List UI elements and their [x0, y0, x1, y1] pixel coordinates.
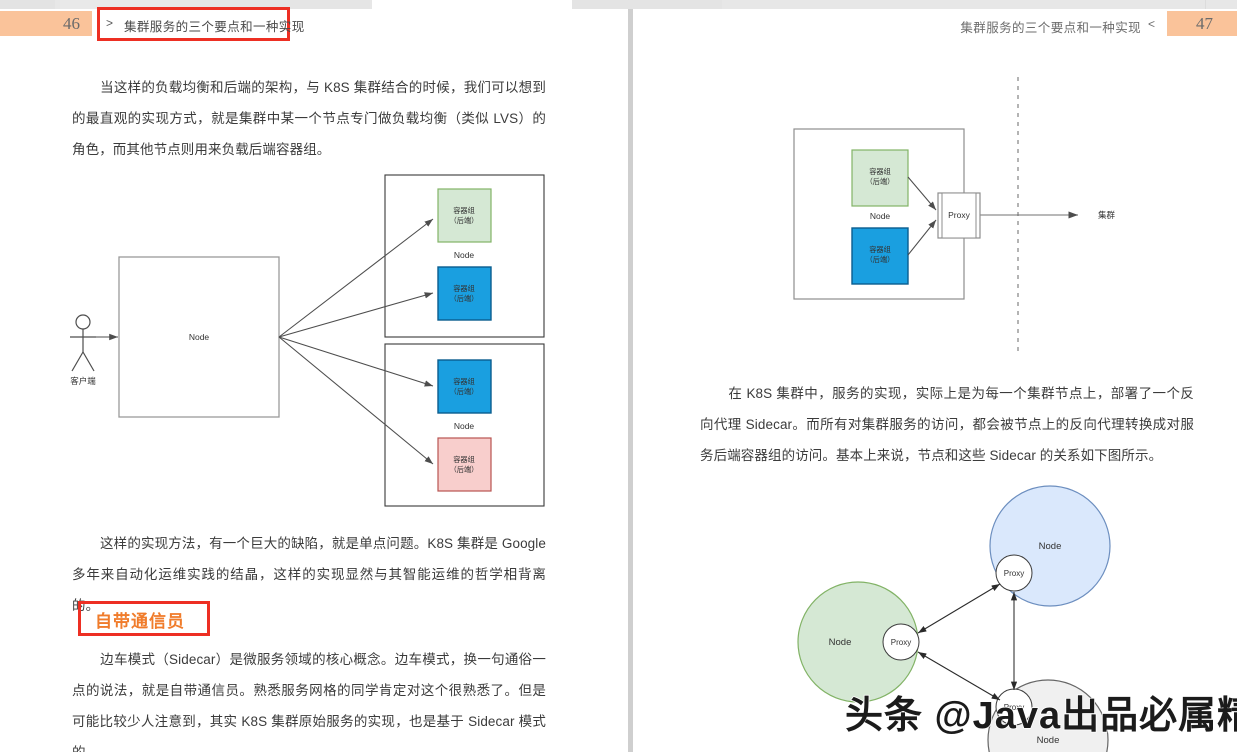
pod-label: （后端）: [450, 294, 479, 303]
right-top-diagram-svg: 容器组 （后端） Node 容器组 （后端） Proxy 集群: [793, 77, 1116, 352]
client-actor-icon: [70, 314, 96, 372]
node-circle-gray-label: Node: [1037, 735, 1060, 746]
proxy-circle-green-label: Proxy: [891, 638, 911, 647]
right-header-title: 集群服务的三个要点和一种实现: [960, 21, 1141, 35]
right-paragraph-1: 在 K8S 集群中，服务的实现，实际上是为每一个集群节点上，部署了一个反向代理 …: [700, 378, 1194, 471]
pod-blue-2: [437, 359, 492, 414]
right-sidecar-diagram: 容器组 （后端） Node 容器组 （后端） Proxy 集群: [700, 60, 1200, 375]
left-architecture-diagram: 客户端 Node 容器组 （后端） Node 容器组 （后端） 容器组 （后端）…: [60, 172, 560, 513]
left-paragraph-3-text: 边车模式（Sidecar）是微服务领域的核心概念。边车模式，换一句通俗一点的说法…: [72, 652, 546, 752]
lb-node-box: [118, 256, 280, 418]
breadcrumb-title: 集群服务的三个要点和一种实现: [124, 20, 305, 34]
pod-label: 容器组: [453, 206, 475, 215]
right-node-mesh-diagram: Node Proxy Node Proxy Node Proxy: [760, 462, 1180, 752]
node-group-2-label: Node: [454, 421, 475, 431]
pod-to-proxy-arrows: [907, 176, 937, 256]
page-divider: [628, 9, 633, 752]
left-page-number-badge: [0, 11, 92, 36]
pod-pink-1: [437, 437, 492, 492]
right-page-number-badge: [1167, 11, 1237, 36]
left-page-number: 46: [63, 14, 80, 33]
pod-green: [851, 149, 909, 207]
node-circle-green-label: Node: [829, 637, 852, 648]
pod-label: （后端）: [866, 255, 895, 264]
proxy-circle-gray-label: Proxy: [1004, 703, 1024, 712]
cluster-label: 集群: [1098, 210, 1116, 220]
fanout-arrows: [278, 218, 434, 465]
pod-label: 容器组: [453, 284, 475, 293]
pod-blue: [851, 227, 909, 285]
pod-label: 容器组: [453, 377, 475, 386]
left-paragraph-1-text: 当这样的负载均衡和后端的架构，与 K8S 集群结合的时候，我们可以想到的最直观的…: [72, 80, 546, 157]
pod-label: （后端）: [450, 465, 479, 474]
left-diagram-svg: 客户端 Node 容器组 （后端） Node 容器组 （后端） 容器组 （后端）…: [70, 174, 545, 507]
left-paragraph-2: 这样的实现方法，有一个巨大的缺陷，就是单点问题。K8S 集群是 Google 多…: [72, 528, 546, 621]
section-heading-highlight-box: [78, 601, 210, 636]
proxy-label: Proxy: [948, 210, 970, 220]
chevron-left-icon: <: [1147, 17, 1155, 31]
node-circle-blue-label: Node: [1039, 541, 1062, 552]
node-group-1-label: Node: [454, 250, 475, 260]
node-mesh-svg: Node Proxy Node Proxy Node Proxy: [797, 485, 1111, 752]
pod-label: 容器组: [869, 167, 891, 176]
chrome-segment: [200, 0, 370, 9]
proxy-box-inner: [941, 192, 977, 239]
chrome-segment: [60, 0, 170, 9]
pod-blue-1: [437, 266, 492, 321]
lb-node-label: Node: [189, 332, 210, 342]
pod-green-1: [437, 188, 492, 243]
chrome-segment: [0, 0, 55, 9]
pod-label: 容器组: [453, 455, 475, 464]
left-paragraph-1: 当这样的负载均衡和后端的架构，与 K8S 集群结合的时候，我们可以想到的最直观的…: [72, 72, 546, 165]
pod-label: （后端）: [866, 177, 895, 186]
watermark-text: 头条 @Java出品必属精品: [844, 694, 1237, 738]
proxy-circle-blue-label: Proxy: [1004, 569, 1024, 578]
top-chrome-strip: [0, 0, 1237, 9]
pod-label: 容器组: [869, 245, 891, 254]
breadcrumb-highlight-box: [97, 7, 290, 41]
chrome-segment: [572, 0, 722, 9]
chrome-segment: [372, 0, 572, 9]
left-paragraph-3: 边车模式（Sidecar）是微服务领域的核心概念。边车模式，换一句通俗一点的说法…: [72, 644, 546, 752]
pod-label: （后端）: [450, 216, 479, 225]
chevron-right-icon: >: [106, 16, 114, 30]
right-page-number: 47: [1196, 14, 1213, 33]
left-paragraph-2-text: 这样的实现方法，有一个巨大的缺陷，就是单点问题。K8S 集群是 Google 多…: [72, 536, 546, 613]
section-heading: 自带通信员: [95, 612, 185, 631]
proxy-circle-blue: [995, 554, 1033, 592]
client-label: 客户端: [70, 376, 96, 386]
proxy-circle-green: [882, 623, 920, 661]
mesh-links: [917, 583, 1018, 701]
node-label: Node: [870, 211, 891, 221]
pod-label: （后端）: [450, 387, 479, 396]
right-paragraph-1-text: 在 K8S 集群中，服务的实现，实际上是为每一个集群节点上，部署了一个反向代理 …: [700, 386, 1194, 463]
chrome-divider: [1205, 0, 1206, 9]
